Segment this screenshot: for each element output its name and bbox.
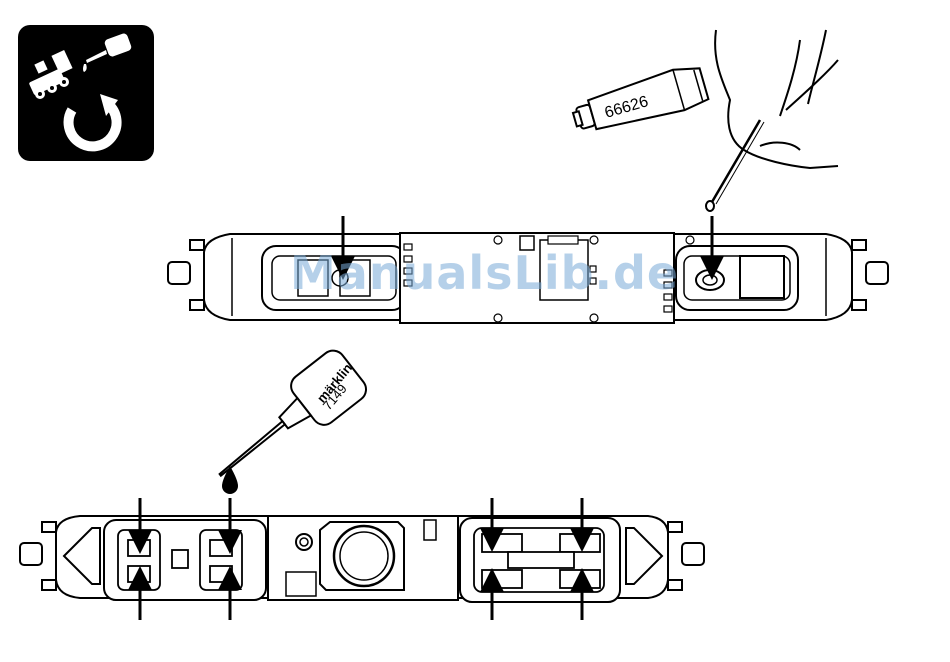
locomotive-bottom-view	[20, 516, 704, 602]
grease-tube: 66626	[569, 63, 709, 140]
maintenance-oil-cycle-icon	[18, 25, 154, 161]
hand-with-applicator	[706, 30, 838, 211]
oil-bottle: märklin 7149	[201, 346, 371, 496]
locomotive-top-view	[168, 233, 888, 323]
